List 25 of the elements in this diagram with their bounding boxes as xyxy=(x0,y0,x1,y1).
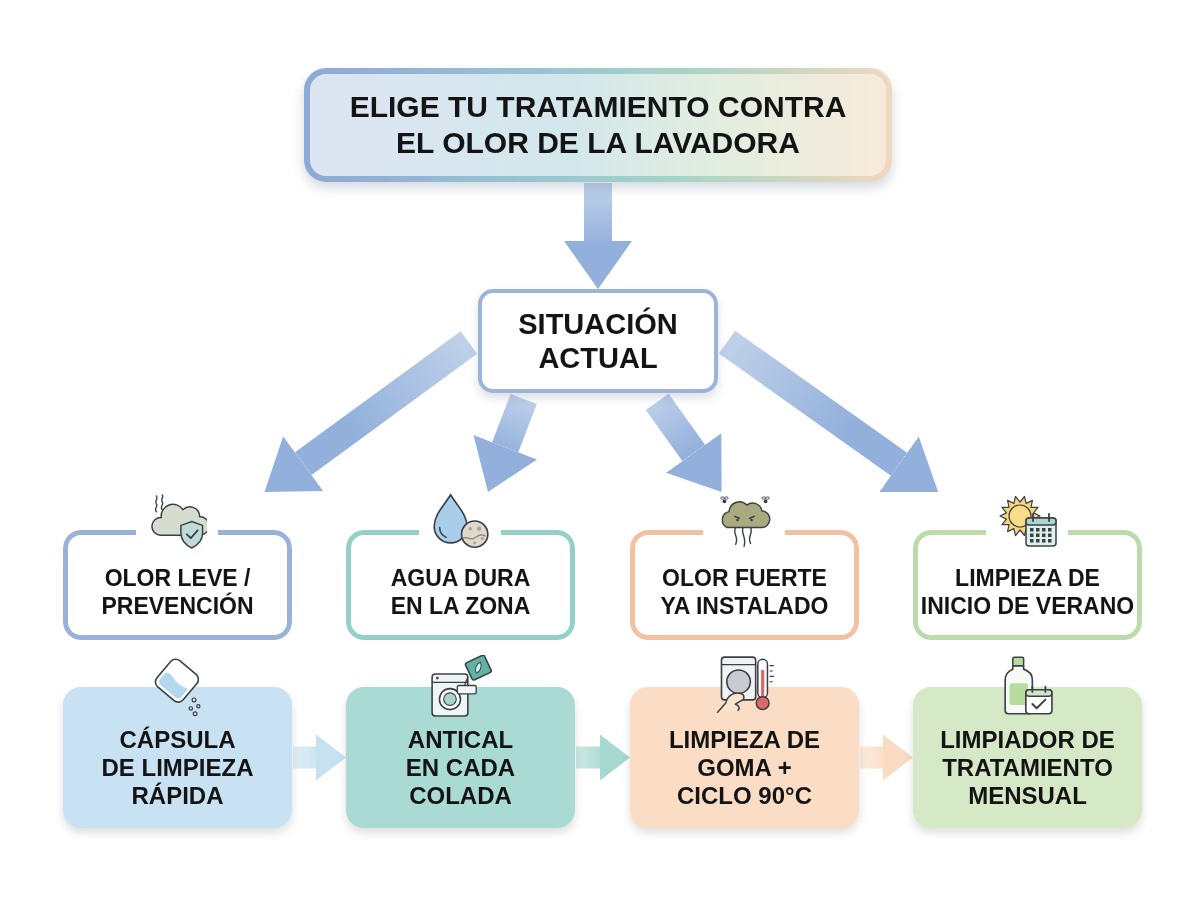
treatment-box xyxy=(346,655,575,828)
label-text: LIMPIEZA DE GOMA + CICLO 90°C xyxy=(667,726,822,810)
arrow xyxy=(293,734,346,781)
treatment-box xyxy=(913,655,1142,828)
arrow xyxy=(576,734,630,781)
label-text: LIMPIADOR DE TRATAMIENTO MENSUAL xyxy=(939,726,1116,810)
arrow xyxy=(645,393,722,492)
arrow xyxy=(473,393,537,492)
label-text: OLOR LEVE / PREVENCIÓN xyxy=(100,564,255,620)
label-text: AGUA DURA EN LA ZONA xyxy=(389,564,532,620)
arrow xyxy=(860,734,913,781)
title-text: ELIGE TU TRATAMIENTO CONTRA EL OLOR DE LA LAVADORA xyxy=(348,89,848,161)
arrow xyxy=(264,331,478,492)
label-text: LIMPIEZA DE INICIO DE VERANO xyxy=(919,564,1136,620)
treatment-box xyxy=(63,655,292,828)
decision-box xyxy=(478,289,718,393)
treatment-box xyxy=(630,655,859,828)
arrow xyxy=(718,330,939,492)
label-text: SITUACIÓN ACTUAL xyxy=(517,307,679,375)
condition-box xyxy=(63,492,292,640)
label-text: ANTICAL EN CADA COLADA xyxy=(404,726,517,810)
arrow xyxy=(564,183,632,289)
condition-box xyxy=(346,492,575,640)
label-text: OLOR FUERTE YA INSTALADO xyxy=(659,564,830,620)
label-text: CÁPSULA DE LIMPIEZA RÁPIDA xyxy=(100,726,255,810)
